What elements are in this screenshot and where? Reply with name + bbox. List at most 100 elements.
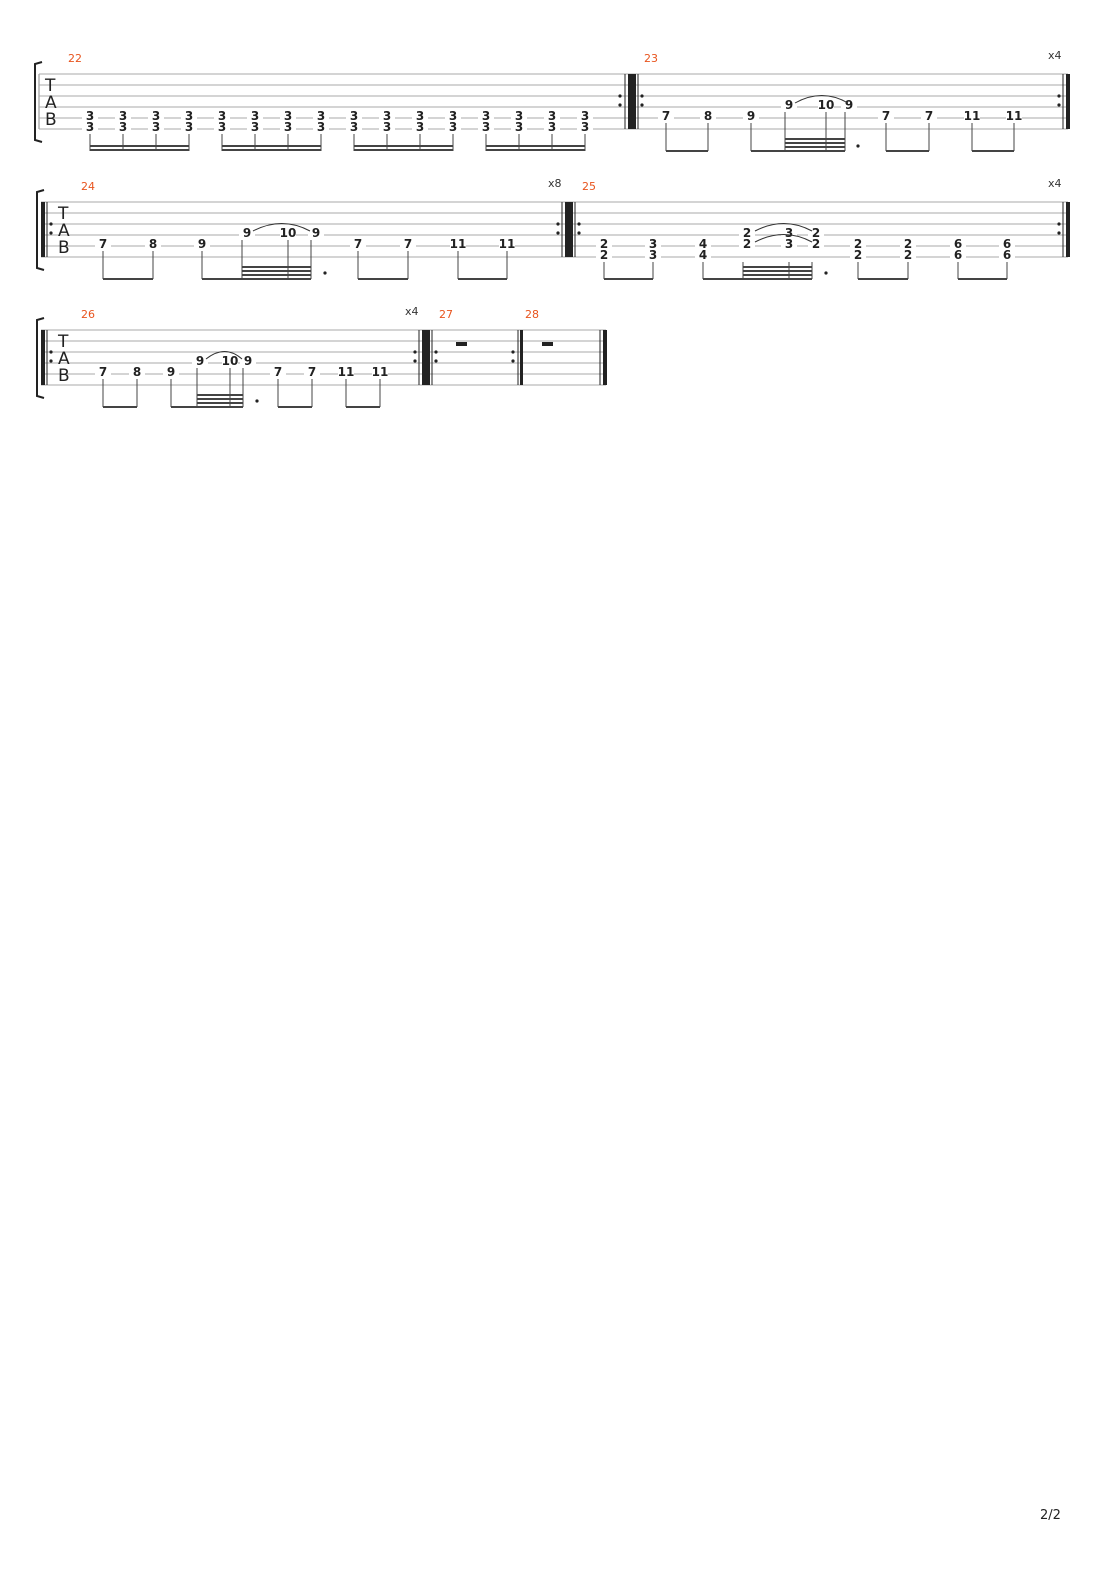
fret-number: 7 xyxy=(274,365,282,379)
repeat-end-barline xyxy=(1057,74,1070,129)
fret-background xyxy=(148,110,164,122)
fret-background xyxy=(950,249,966,261)
fret-background xyxy=(400,238,416,250)
fret-number: 3 xyxy=(449,109,457,123)
fret-background xyxy=(695,249,711,261)
note-beams xyxy=(102,240,508,280)
fret-number: 3 xyxy=(482,120,490,134)
fret-background xyxy=(544,121,560,133)
fret-background xyxy=(781,227,797,239)
fret-background xyxy=(247,121,263,133)
fret-number: 3 xyxy=(515,120,523,134)
fret-background xyxy=(313,121,329,133)
fret-background xyxy=(478,110,494,122)
note-beams xyxy=(102,368,381,408)
fret-number: 2 xyxy=(904,248,912,262)
fret-number: 3 xyxy=(649,248,657,262)
fret-background xyxy=(999,238,1015,250)
fret-background xyxy=(181,121,197,133)
measure-28: 28 xyxy=(520,308,607,385)
fret-number: 3 xyxy=(284,109,292,123)
fret-background xyxy=(999,249,1015,261)
tab-clef-a: A xyxy=(58,349,70,369)
repeat-end-barline xyxy=(618,74,632,129)
fret-number: 7 xyxy=(662,109,670,123)
fret-background xyxy=(577,110,593,122)
fret-background xyxy=(95,238,111,250)
fret-number: 9 xyxy=(785,98,793,112)
fret-background xyxy=(450,238,466,250)
fret-number: 11 xyxy=(372,365,389,379)
fret-background xyxy=(781,99,797,111)
measure-number: 25 xyxy=(582,180,596,193)
note-beams xyxy=(665,112,1015,152)
fret-number: 3 xyxy=(317,109,325,123)
fret-background xyxy=(129,366,145,378)
fret-number: 3 xyxy=(185,120,193,134)
fret-number: 4 xyxy=(699,248,707,262)
fret-background xyxy=(194,238,210,250)
fret-background xyxy=(350,238,366,250)
fret-background xyxy=(313,110,329,122)
fret-number: 3 xyxy=(218,109,226,123)
slur xyxy=(252,223,311,232)
fret-number: 11 xyxy=(338,365,355,379)
tab-clef-t: T xyxy=(57,332,69,352)
repeat-count: x4 xyxy=(1048,177,1062,190)
repeat-count: x8 xyxy=(548,177,562,190)
staff-system-1: T A B 22 3333333333333333333333333333333… xyxy=(34,49,1070,152)
fret-number: 6 xyxy=(1003,237,1011,251)
fret-number: 3 xyxy=(119,109,127,123)
fret-background xyxy=(658,110,674,122)
fret-background xyxy=(511,110,527,122)
measure-number: 23 xyxy=(644,52,658,65)
slur xyxy=(754,223,813,232)
measure-27: 27 xyxy=(426,308,519,385)
repeat-end-barline xyxy=(413,330,426,385)
fret-background xyxy=(115,121,131,133)
fret-background xyxy=(338,366,354,378)
fret-number: 7 xyxy=(354,237,362,251)
measure-number: 26 xyxy=(81,308,95,321)
note-beams xyxy=(603,262,1008,280)
fret-number: 2 xyxy=(600,237,608,251)
fret-background xyxy=(181,110,197,122)
fret-number: 7 xyxy=(882,109,890,123)
fret-number: 9 xyxy=(198,237,206,251)
fret-number: 3 xyxy=(649,237,657,251)
fret-background xyxy=(148,121,164,133)
fret-number: 3 xyxy=(482,109,490,123)
fret-background xyxy=(239,227,255,239)
fret-number: 8 xyxy=(133,365,141,379)
tab-clef-a: A xyxy=(58,221,70,241)
fret-background xyxy=(808,238,824,250)
fret-number: 2 xyxy=(812,226,820,240)
fret-background xyxy=(82,110,98,122)
fret-background xyxy=(818,99,834,111)
repeat-start-barline xyxy=(632,74,644,129)
repeat-end-barline xyxy=(511,330,519,385)
fret-number: 9 xyxy=(312,226,320,240)
system-brace xyxy=(36,189,45,271)
slur xyxy=(205,351,243,360)
fret-background xyxy=(214,121,230,133)
fret-number: 7 xyxy=(925,109,933,123)
fret-background xyxy=(372,366,388,378)
fret-number: 3 xyxy=(416,120,424,134)
fret-background xyxy=(739,238,755,250)
fret-number: 3 xyxy=(515,109,523,123)
fret-number: 6 xyxy=(1003,248,1011,262)
fret-number: 9 xyxy=(167,365,175,379)
repeat-count: x4 xyxy=(405,305,419,318)
tab-clef-t: T xyxy=(57,204,69,224)
fret-background xyxy=(478,121,494,133)
fret-number: 8 xyxy=(149,237,157,251)
page-number: 2/2 xyxy=(1040,1508,1061,1523)
measure-number: 27 xyxy=(439,308,453,321)
fret-number: 11 xyxy=(450,237,467,251)
fret-background xyxy=(412,110,428,122)
